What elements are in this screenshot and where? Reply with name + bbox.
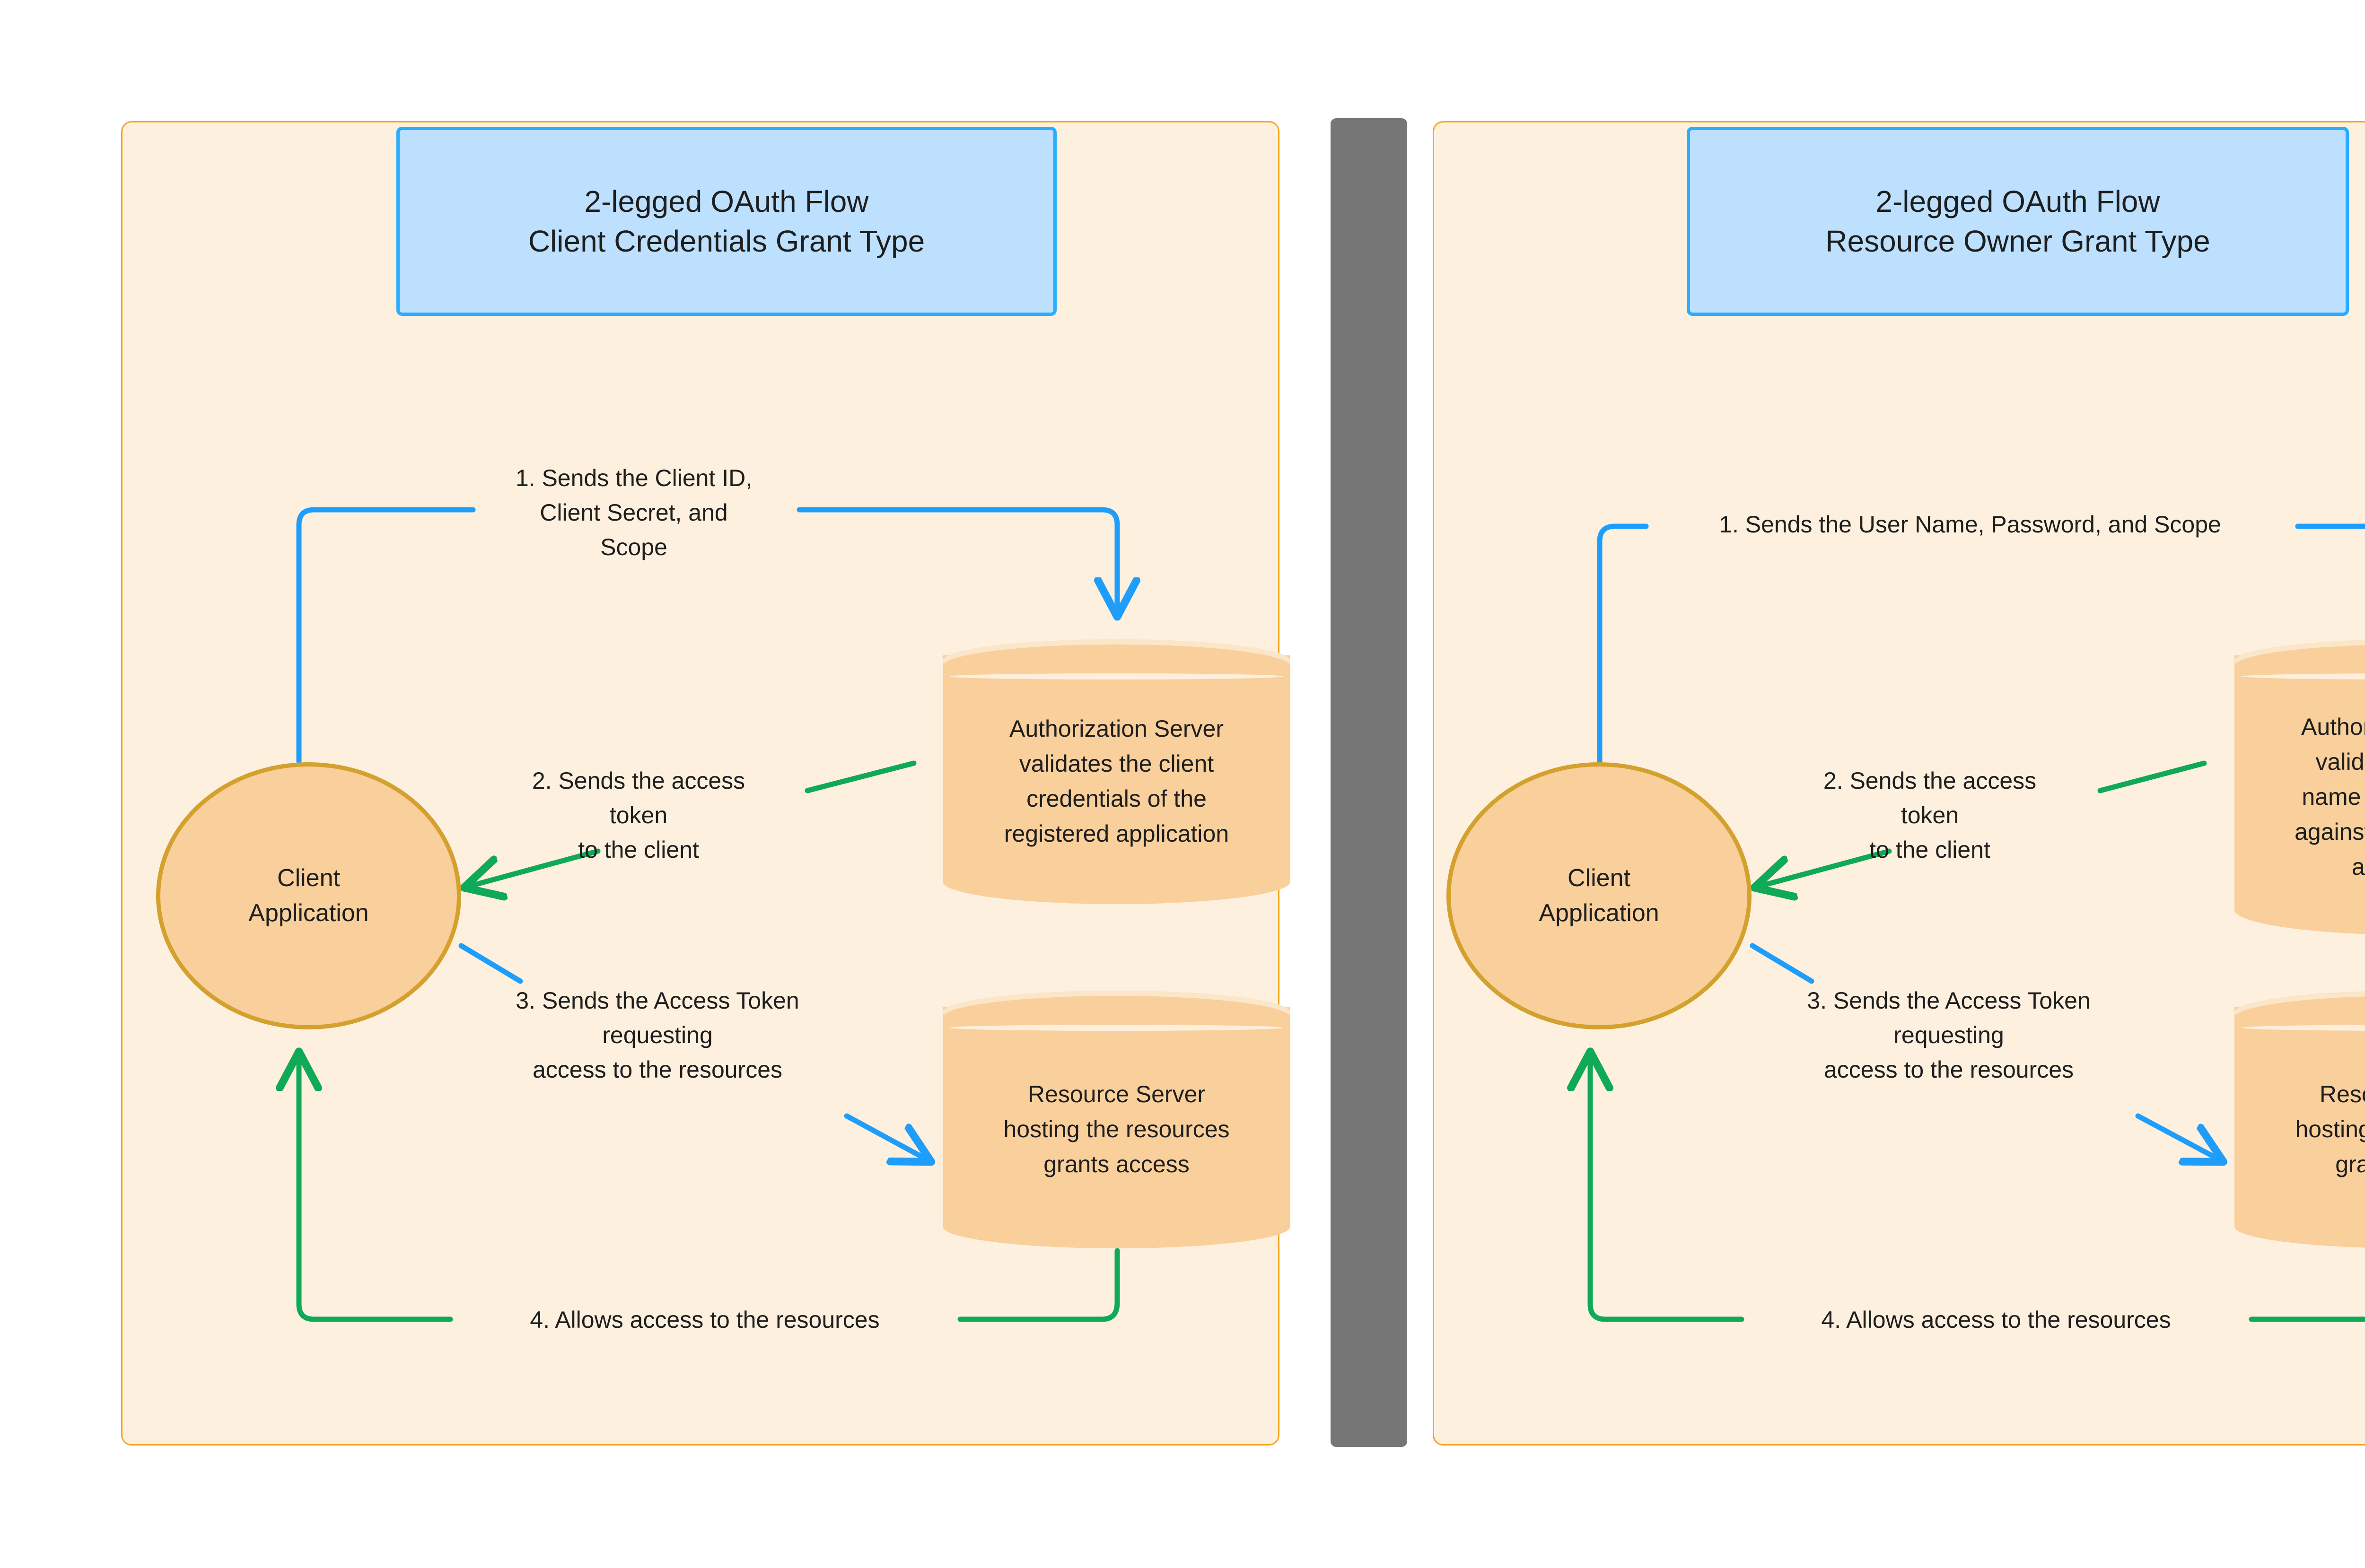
step1-line-1: 1. Sends the Client ID, bbox=[515, 465, 753, 491]
auth-server-label: Authorization Server validates the user … bbox=[2248, 639, 2365, 935]
node-resource-server-left[interactable]: Resource Server hosting the resources gr… bbox=[943, 991, 1290, 1248]
res-line-1: Resource Server bbox=[1027, 1080, 1206, 1107]
res-line-1: Resource Server bbox=[2319, 1080, 2365, 1107]
left-step4-label: 4. Allows access to the resources bbox=[454, 1303, 955, 1337]
res-line-3: grants access bbox=[1043, 1150, 1190, 1177]
auth-server-label: Authorization Server validates the clien… bbox=[956, 639, 1276, 904]
node-client-application-right[interactable]: Client Application bbox=[1446, 762, 1752, 1029]
cylinder-highlight bbox=[949, 1025, 1284, 1031]
node-authorization-server-right[interactable]: Authorization Server validates the user … bbox=[2234, 639, 2365, 935]
cylinder-body bbox=[943, 1007, 1290, 1248]
auth-line-5: application bbox=[2351, 853, 2365, 880]
node-resource-server-right[interactable]: Resource Server hosting the resources gr… bbox=[2234, 991, 2365, 1248]
client-label-line-1: Client bbox=[1568, 864, 1630, 892]
res-line-3: grants access bbox=[2335, 1150, 2365, 1177]
step3-line-3: access to the resources bbox=[1823, 1056, 2074, 1083]
step2-line-3: to the client bbox=[578, 836, 699, 863]
auth-line-4: registered application bbox=[1004, 820, 1229, 847]
step2-line-3: to the client bbox=[1869, 836, 1990, 863]
res-line-2: hosting the resources bbox=[2295, 1115, 2365, 1142]
client-label-line-2: Application bbox=[248, 899, 369, 927]
step1-line-2: Client Secret, and bbox=[540, 499, 728, 526]
right-step2-label: 2. Sends the access token to the client bbox=[1764, 764, 2095, 867]
auth-line-2: validates the user bbox=[2315, 748, 2365, 775]
step1-line-1: 1. Sends the User Name, Password, and Sc… bbox=[1719, 511, 2221, 538]
auth-line-1: Authorization Server bbox=[2301, 713, 2365, 740]
resource-server-label: Resource Server hosting the resources gr… bbox=[956, 991, 1276, 1248]
step3-line-3: access to the resources bbox=[532, 1056, 783, 1083]
step3-line-1: 3. Sends the Access Token bbox=[516, 987, 799, 1014]
step4-line-1: 4. Allows access to the resources bbox=[530, 1307, 880, 1333]
auth-line-1: Authorization Server bbox=[1009, 715, 1224, 742]
cylinder-highlight bbox=[949, 673, 1284, 679]
client-label-line-2: Application bbox=[1539, 899, 1659, 927]
title-resource-owner: 2-legged OAuth Flow Resource Owner Grant… bbox=[1687, 127, 2349, 316]
cylinder-highlight bbox=[2241, 673, 2365, 679]
step2-line-1: 2. Sends the access bbox=[1823, 767, 2037, 794]
client-label-line-1: Client bbox=[277, 864, 340, 892]
step1-line-3: Scope bbox=[600, 534, 667, 560]
left-step1-label: 1. Sends the Client ID, Client Secret, a… bbox=[478, 461, 790, 565]
left-step3-label: 3. Sends the Access Token requesting acc… bbox=[478, 984, 837, 1087]
right-step1-label: 1. Sends the User Name, Password, and Sc… bbox=[1641, 507, 2299, 542]
step3-line-2: requesting bbox=[602, 1022, 713, 1048]
step4-line-1: 4. Allows access to the resources bbox=[1821, 1307, 2171, 1333]
title-client-credentials: 2-legged OAuth Flow Client Credentials G… bbox=[396, 127, 1057, 316]
cylinder-body bbox=[2234, 655, 2365, 935]
right-step3-label: 3. Sends the Access Token requesting acc… bbox=[1769, 984, 2128, 1087]
cylinder-highlight bbox=[2241, 1025, 2365, 1031]
title-line-1: 2-legged OAuth Flow bbox=[1875, 184, 2160, 218]
auth-line-2: validates the client bbox=[1019, 750, 1214, 777]
title-line-1: 2-legged OAuth Flow bbox=[584, 184, 869, 218]
right-step4-label: 4. Allows access to the resources bbox=[1745, 1303, 2247, 1337]
left-step2-label: 2. Sends the access token to the client bbox=[473, 764, 804, 867]
resource-server-label: Resource Server hosting the resources gr… bbox=[2248, 991, 2365, 1248]
panel-divider bbox=[1331, 118, 1407, 1447]
auth-line-3: credentials of the bbox=[1026, 785, 1207, 812]
step2-line-2: token bbox=[1901, 802, 1959, 828]
node-authorization-server-left[interactable]: Authorization Server validates the clien… bbox=[943, 639, 1290, 904]
cylinder-body bbox=[943, 655, 1290, 904]
step2-line-1: 2. Sends the access bbox=[532, 767, 745, 794]
cylinder-body bbox=[2234, 1007, 2365, 1248]
auth-line-3: name and password bbox=[2302, 783, 2365, 810]
step2-line-2: token bbox=[609, 802, 668, 828]
node-client-application-left[interactable]: Client Application bbox=[156, 762, 461, 1029]
auth-line-4: against the registered bbox=[2295, 818, 2365, 845]
step3-line-2: requesting bbox=[1893, 1022, 2004, 1048]
title-line-2: Client Credentials Grant Type bbox=[528, 224, 925, 258]
res-line-2: hosting the resources bbox=[1003, 1115, 1230, 1142]
step3-line-1: 3. Sends the Access Token bbox=[1807, 987, 2091, 1014]
title-line-2: Resource Owner Grant Type bbox=[1825, 224, 2210, 258]
